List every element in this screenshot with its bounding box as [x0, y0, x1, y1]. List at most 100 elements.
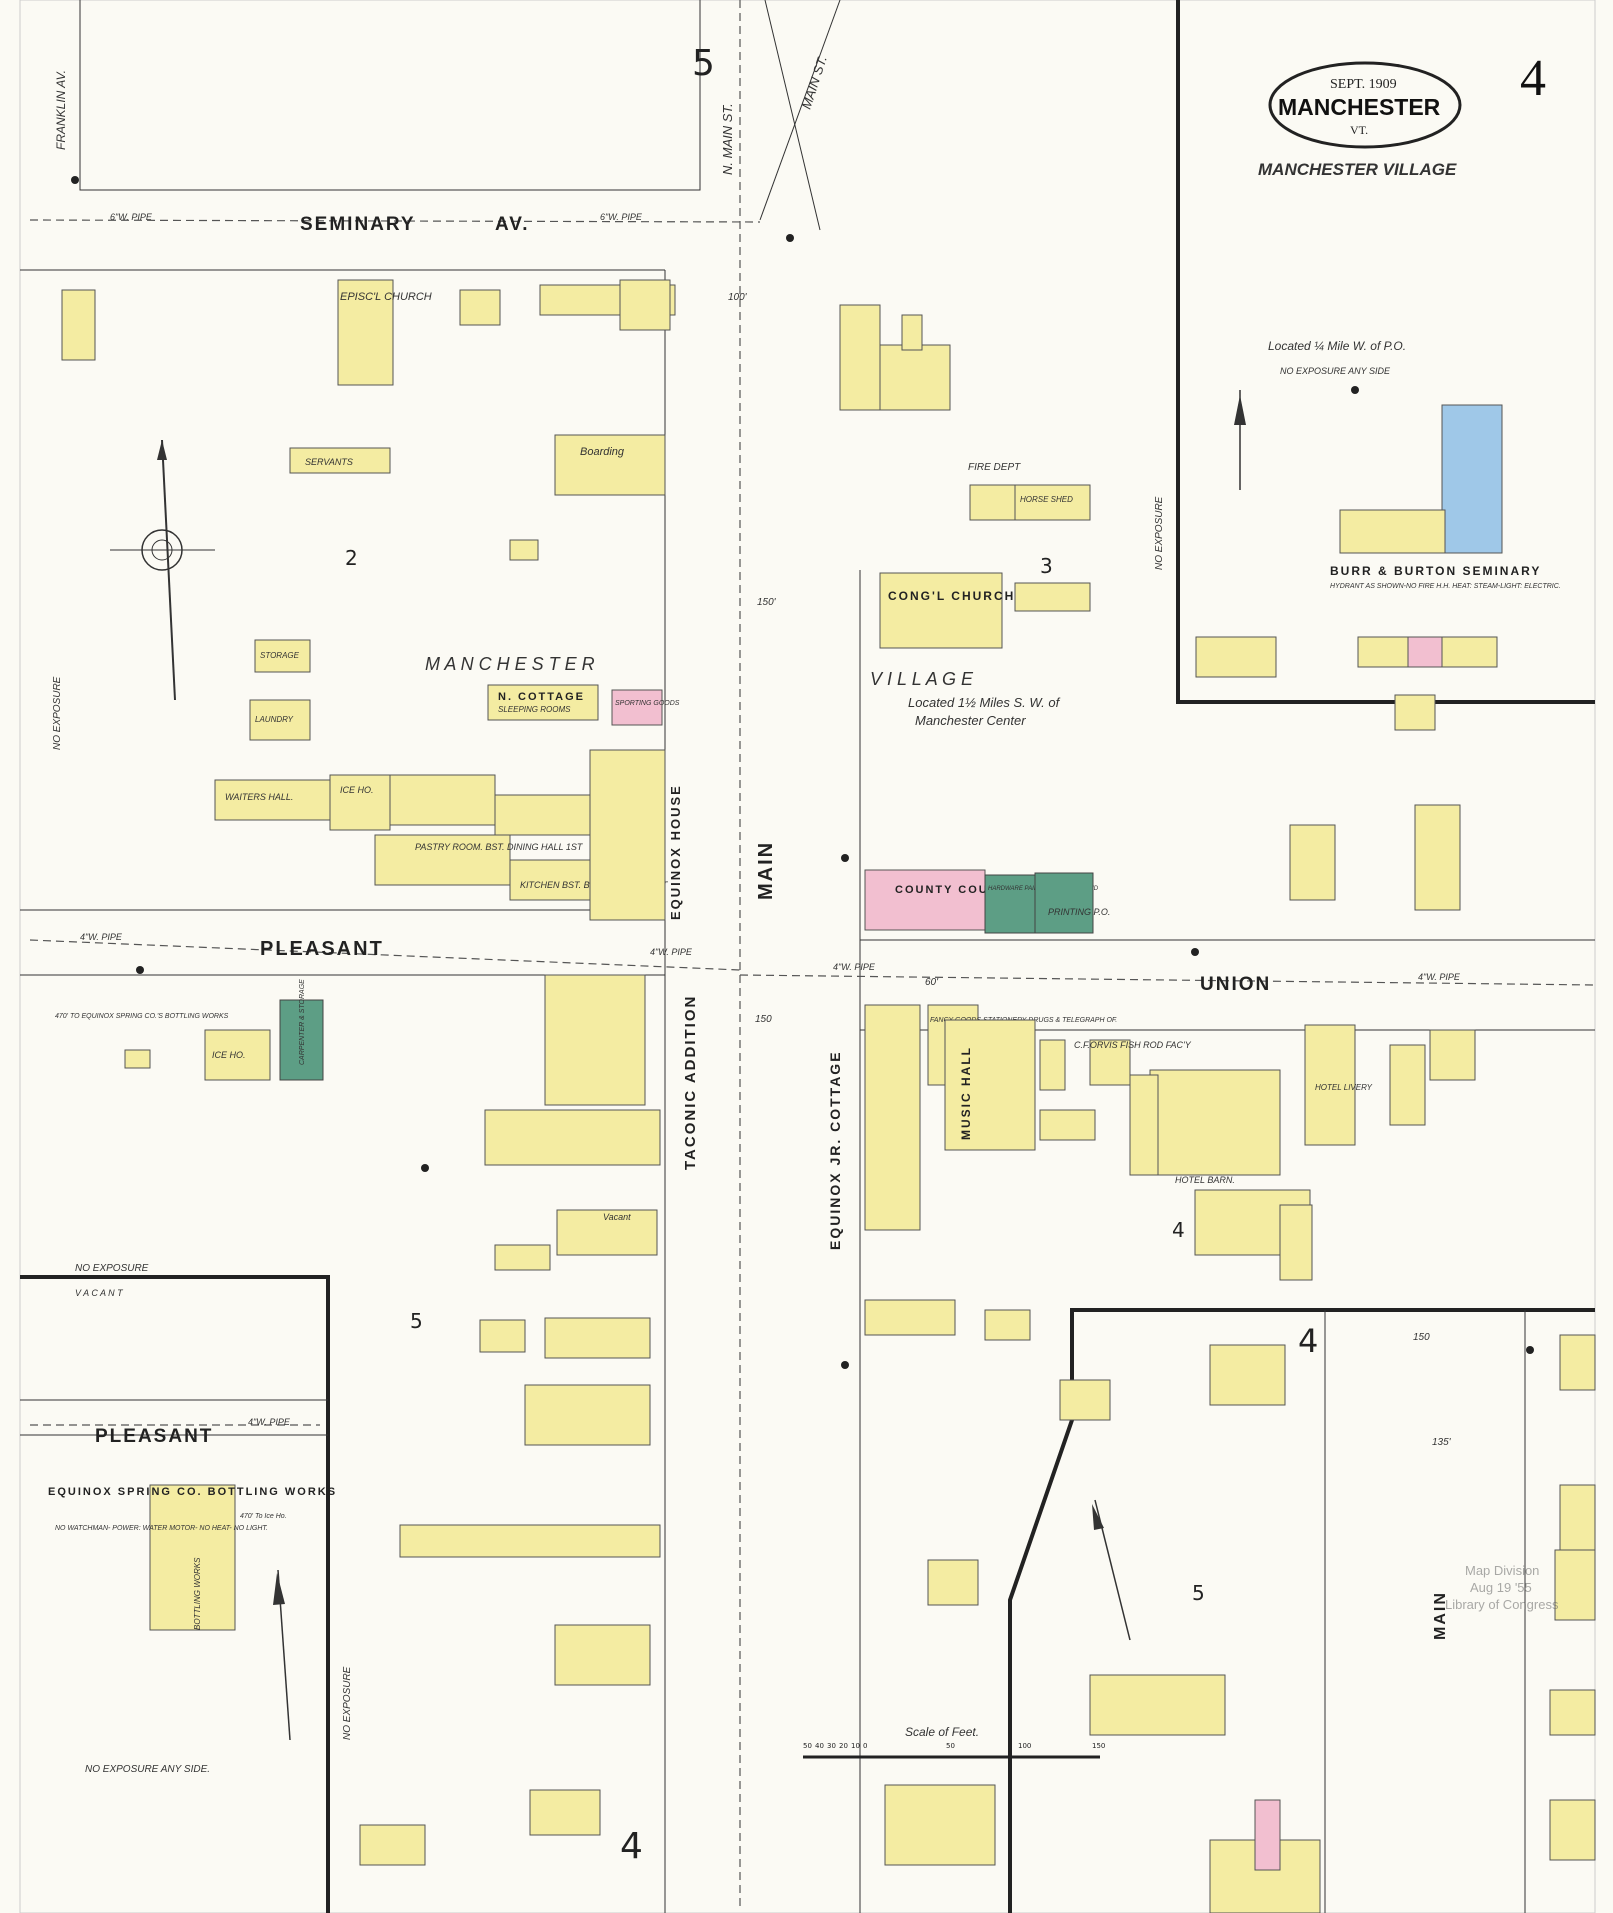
label-dist-60: 60' [925, 977, 939, 988]
street-seminary-av: AV. [495, 214, 530, 235]
shed-x [984, 1309, 1031, 1341]
dwelling [927, 1559, 979, 1606]
label-burr-burton-note: HYDRANT AS SHOWN-NO FIRE H.H. HEAT: STEA… [1330, 583, 1561, 590]
dwelling [1414, 804, 1461, 911]
header-town: MANCHESTER [1278, 94, 1441, 120]
ice-house-3 [1039, 1109, 1096, 1141]
label-bottling-note: NO WATCHMAN- POWER: WATER MOTOR- NO HEAT… [55, 1525, 268, 1532]
block-number: 5 [1192, 1581, 1205, 1605]
block-number: 4 [1172, 1218, 1185, 1242]
street-main-lower: MAIN [1432, 1591, 1449, 1640]
north-arrow-icon [273, 1569, 291, 1741]
stamp-line-1: Map Division [1465, 1563, 1539, 1578]
stamp-line-2: Aug 19 '55 [1470, 1580, 1532, 1595]
dwelling [839, 304, 881, 411]
label-sporting-goods: SPORTING GOODS [615, 700, 680, 707]
label-no-exposure-bottling: NO EXPOSURE [342, 1666, 353, 1740]
scale-tick: 20 [839, 1742, 848, 1750]
carpenter-storage [279, 999, 324, 1081]
shed-x [1059, 1379, 1111, 1421]
seminary-outbuilding-2 [1357, 636, 1409, 668]
label-to-ice-ho: 470' To Ice Ho. [240, 1513, 287, 1520]
boarding-house [554, 434, 666, 496]
header-date: SEPT. 1909 [1330, 77, 1397, 92]
equinox-house [589, 749, 666, 921]
building [1389, 1044, 1426, 1126]
building [389, 774, 496, 826]
dwelling [864, 1299, 956, 1336]
label-fish-rod: C.F.ORVIS FISH ROD FAC'Y [1074, 1040, 1192, 1050]
header-subtitle: MANCHESTER VILLAGE [1258, 160, 1457, 179]
dwelling [1209, 1344, 1286, 1406]
sheet-border [19, 0, 1596, 1913]
dwelling [1554, 1549, 1596, 1621]
hydrant-icon [71, 176, 79, 184]
label-hotel-livery: HOTEL LIVERY [1315, 1083, 1373, 1092]
header-state: VT. [1350, 123, 1368, 137]
label-to-equinox: 470' TO EQUINOX SPRING CO.'S BOTTLING WO… [55, 1013, 229, 1020]
dwelling [524, 1384, 651, 1446]
street-union: UNION [1200, 974, 1271, 995]
label-vacant-lot: Vacant [603, 1212, 631, 1222]
shed-x [1394, 694, 1436, 731]
block-number: 5 [410, 1309, 423, 1333]
label-taconic-addition: TACONIC ADDITION [682, 995, 699, 1170]
label-dist-150c: 150 [1413, 1332, 1430, 1343]
label-episcl-church: EPISC'L CHURCH [340, 291, 432, 303]
scale-tick: 50 [946, 1742, 955, 1750]
seminary-building-stone [1441, 404, 1503, 554]
label-manchester-village-b: V I L L A G E [870, 669, 974, 689]
hydrant-icon [841, 1361, 849, 1369]
dwelling [1559, 1484, 1596, 1551]
label-ice-ho-2: ICE HO. [212, 1050, 246, 1060]
taconic-addition [544, 974, 646, 1106]
label-servants: SERVANTS [305, 457, 353, 467]
label-pipe-union-east: 4"W. PIPE [1418, 972, 1461, 982]
street-pleasant-lower: PLEASANT [95, 1426, 213, 1447]
label-scale: Scale of Feet. [905, 1725, 979, 1739]
label-hose-shed: HORSE SHED [1020, 495, 1073, 504]
label-vacant: V A C A N T [75, 1288, 124, 1298]
label-pipe-seminary-west: 6"W. PIPE [110, 212, 153, 222]
label-dist-100: 100' [728, 292, 748, 303]
hydrant-icon [1526, 1346, 1534, 1354]
label-storage: STORAGE [260, 651, 300, 660]
union-pipe [739, 974, 1596, 986]
dwelling [1549, 1799, 1596, 1861]
building [509, 539, 539, 561]
label-manchester-village-a: M A N C H E S T E R [425, 654, 595, 674]
block-number: 5 [692, 43, 715, 84]
label-pipe-pleasant-lower: 4"W. PIPE [248, 1417, 291, 1427]
congregational-church [879, 572, 1003, 649]
building [399, 1524, 661, 1558]
dwelling [544, 1317, 651, 1359]
servants-house [289, 447, 391, 474]
scale-tick: 50 [803, 1742, 812, 1750]
building [1039, 1039, 1066, 1091]
label-equinox-bottling: EQUINOX SPRING CO. BOTTLING WORKS [48, 1486, 337, 1498]
ice-house [329, 774, 391, 831]
label-hotel-barn: HOTEL BARN. [1175, 1175, 1235, 1185]
north-arrow-icon [1092, 1499, 1131, 1641]
vacant-building [556, 1209, 658, 1256]
shed [459, 289, 501, 326]
seminary-outbuilding [1195, 636, 1277, 678]
bottling-works [149, 1484, 236, 1631]
dwelling [879, 344, 951, 411]
hydrant-icon [841, 854, 849, 862]
episcopal-church [337, 279, 394, 386]
block-5-top-outline [79, 0, 701, 191]
label-post-office: PRINTING P.O. [1048, 907, 1110, 917]
dwelling [1429, 1029, 1476, 1081]
horse-shed [1014, 484, 1091, 521]
label-equinox-jr-cottage: EQUINOX JR. COTTAGE [827, 1050, 843, 1250]
label-located-village: Located 1½ Miles S. W. of [908, 695, 1061, 710]
label-located-village-2: Manchester Center [915, 713, 1026, 728]
label-burr-burton: BURR & BURTON SEMINARY [1330, 564, 1541, 578]
music-hall [944, 1019, 1036, 1151]
hydrant-icon [421, 1164, 429, 1172]
scale-tick: 30 [827, 1742, 836, 1750]
dwelling [1549, 1689, 1596, 1736]
